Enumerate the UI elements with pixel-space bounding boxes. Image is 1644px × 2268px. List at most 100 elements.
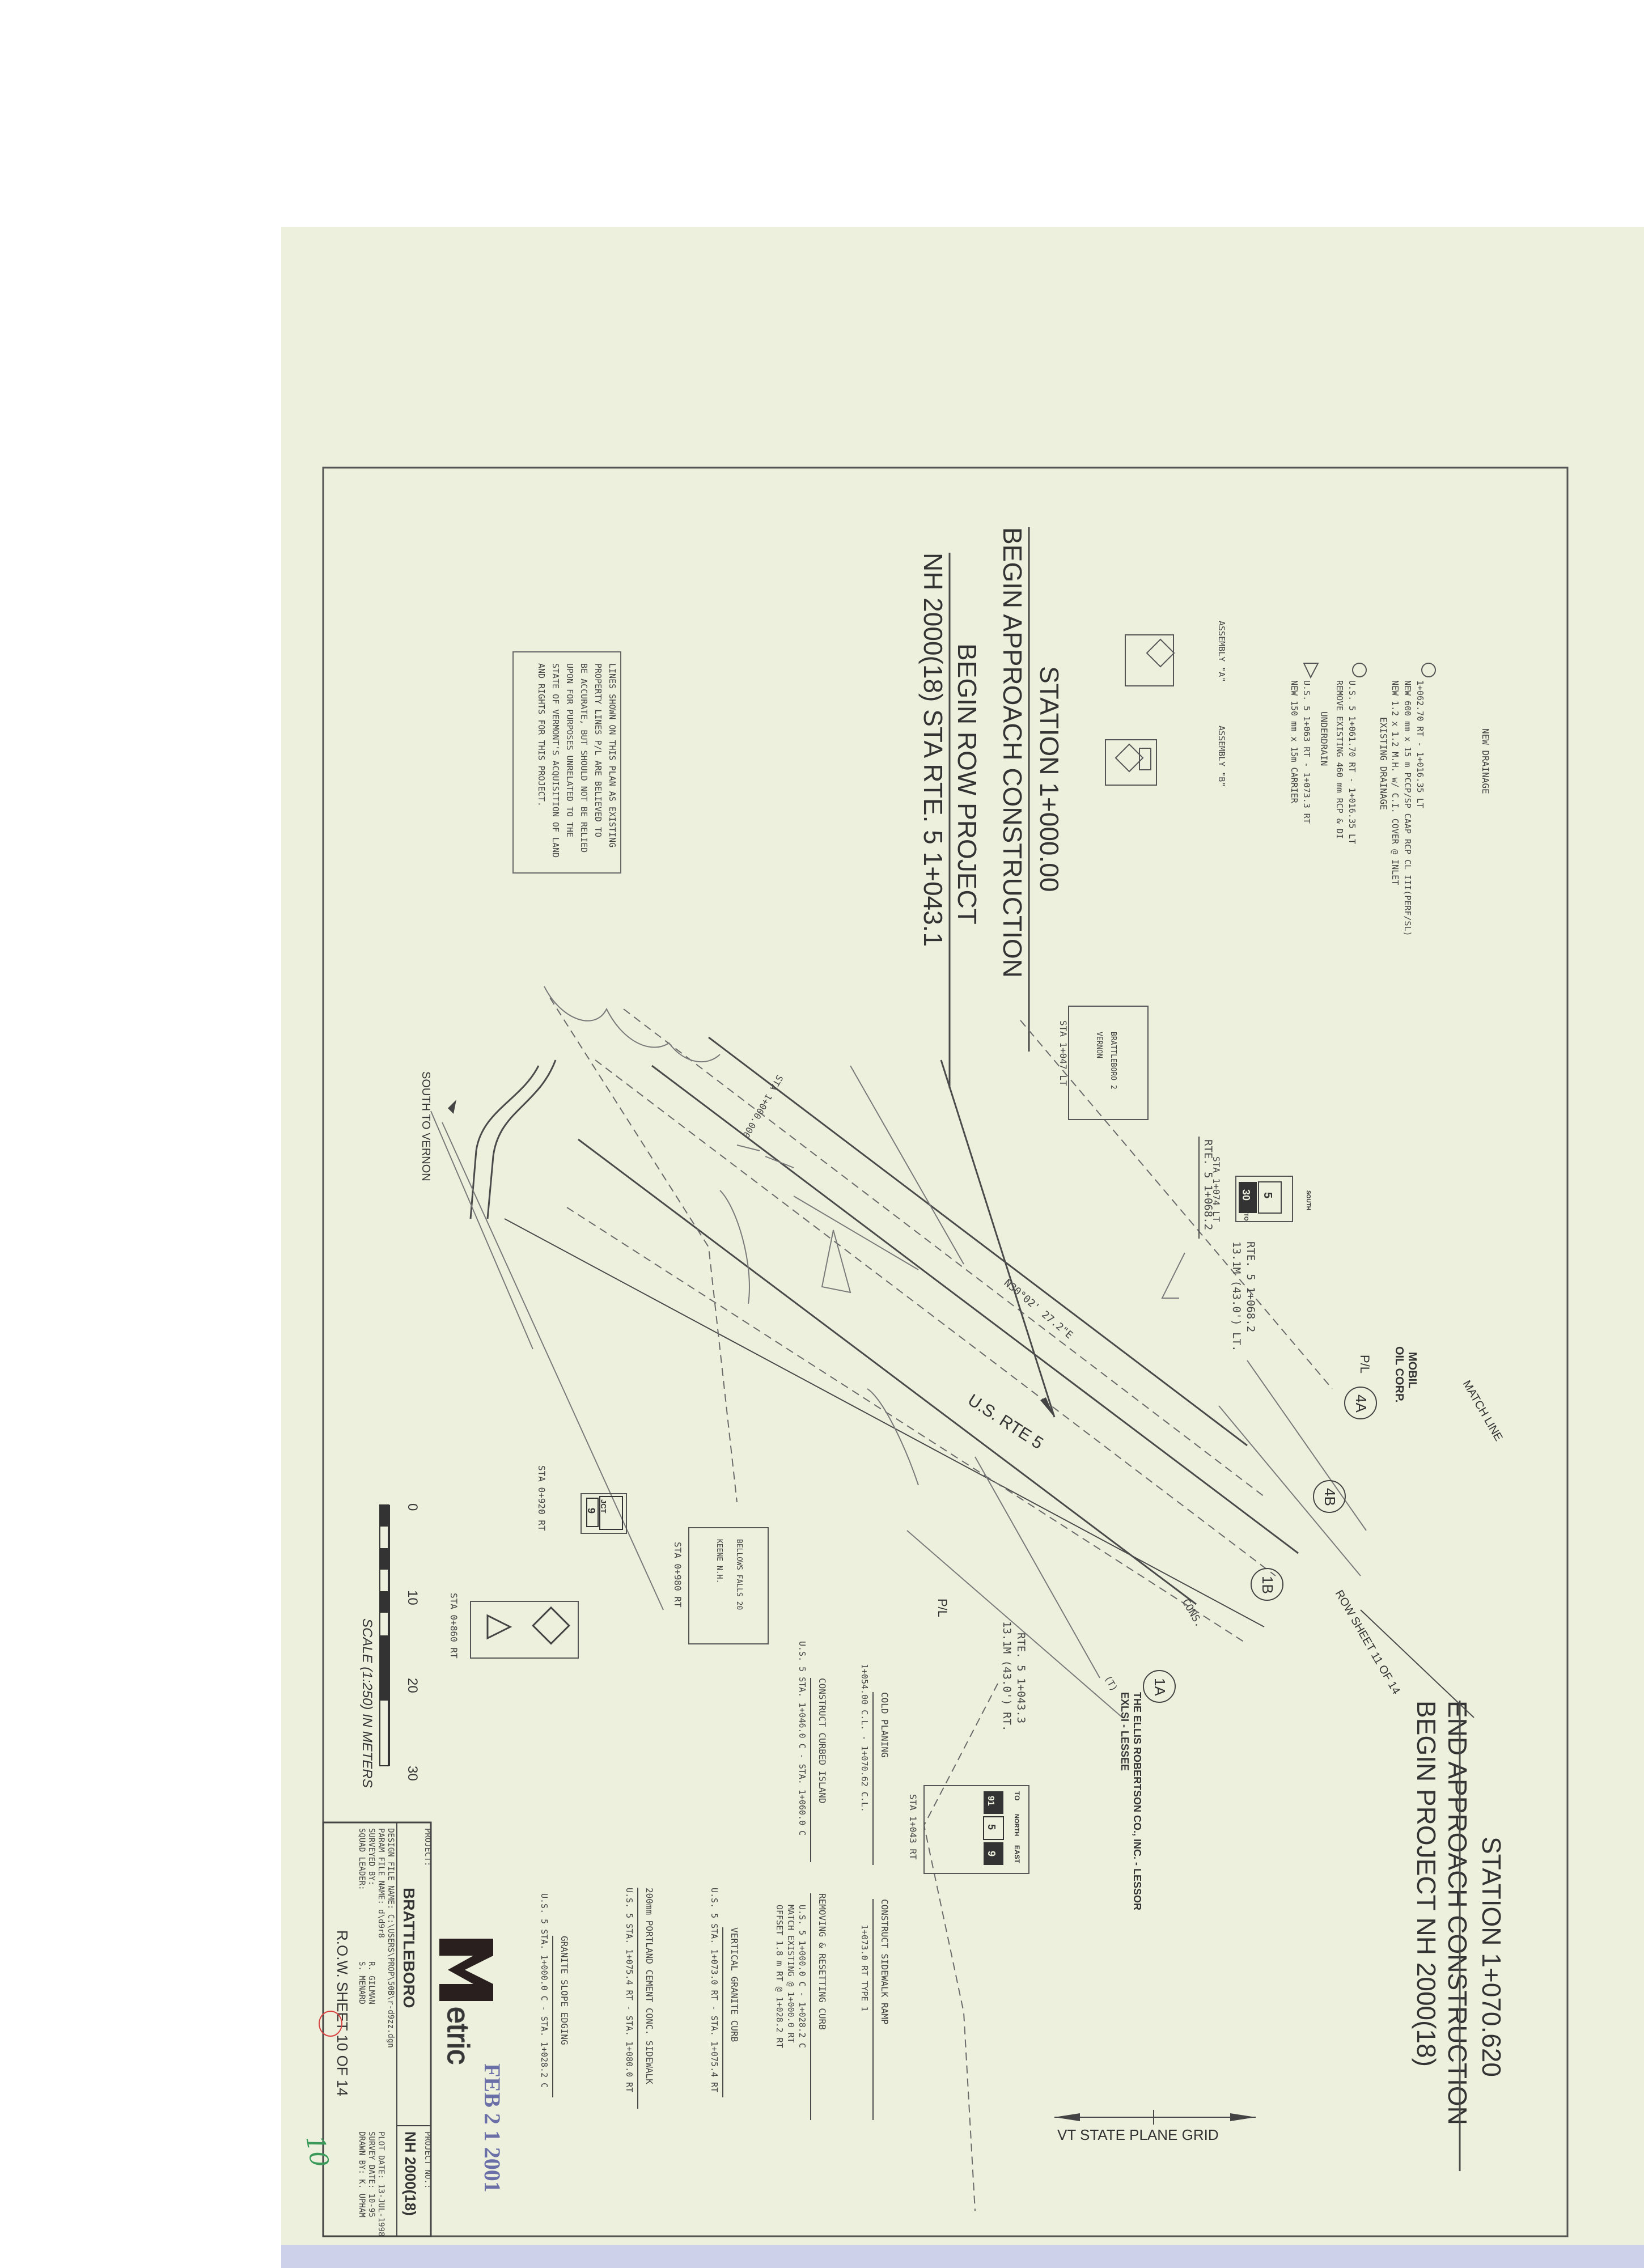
sidewalk-ramp-title: CONSTRUCT SIDEWALK RAMP	[879, 1899, 890, 2025]
us-rte-label: U.S. RTE 5	[964, 1391, 1046, 1453]
assembly-a-diamond	[1146, 638, 1175, 668]
resetting-line-1: U.S. 5 1+000.0 C - 1+028.2 C	[797, 1905, 807, 2048]
svg-text:etric: etric	[441, 2007, 475, 2064]
scale-label: SCALE (1:250) IN METERS	[359, 1618, 375, 1788]
svg-text:SOUTH: SOUTH	[1305, 1190, 1311, 1210]
rte-1068b-label: RTE. 5 1+068.2	[1244, 1241, 1257, 1332]
sheet-number-circle	[319, 2011, 342, 2037]
edging-line: U.S. 5 STA. 1+000.0 C - STA. 1+028.2 C	[539, 1893, 549, 2088]
sta-1043-label: STA 1+043 RT	[908, 1794, 918, 1860]
scale-tick-30: 30	[405, 1766, 420, 1781]
svg-text:91: 91	[986, 1796, 995, 1806]
road-linework	[430, 986, 1474, 2211]
directional-signs	[923, 1785, 1029, 1874]
warning-signs	[470, 1601, 579, 1659]
svg-text:TO: TO	[1243, 1213, 1249, 1221]
note-marker-triangle	[1303, 663, 1319, 679]
lines-note-line: STATE OF VERMONT'S ACQUISITION OF LAND	[550, 663, 561, 858]
svg-text:BELLOWS FALLS 20: BELLOWS FALLS 20	[735, 1539, 743, 1610]
scale-tick-10: 10	[405, 1590, 420, 1605]
assembly-b-label: ASSEMBLY "B"	[1217, 726, 1227, 787]
svg-text:5: 5	[1261, 1192, 1274, 1198]
offset-131-label: 13.1M (43.0') LT.	[1230, 1241, 1243, 1351]
lines-note-text: LINES SHOWN ON THIS PLAN AS EXISTINGPROP…	[536, 663, 617, 858]
scale-bar	[379, 1504, 390, 1766]
nh-begin-title: NH 2000(18) STA RTE. 5 1+043.1	[918, 553, 948, 947]
svg-text:JCT: JCT	[599, 1499, 608, 1514]
begin-project-title: BEGIN PROJECT NH 2000(18)	[1412, 1701, 1441, 2067]
existing-drainage-line-1: U.S. 5 1+061.70 RT - 1+016.35 LT	[1347, 680, 1357, 844]
lines-note-box	[512, 651, 621, 874]
svg-text:5: 5	[986, 1824, 997, 1830]
metric-logo: etric	[439, 1939, 493, 2065]
svg-text:CONS.: CONS.	[1180, 1597, 1205, 1629]
bellows-falls-sign	[688, 1527, 769, 1644]
sidewalk-ramp-line: 1+073.0 RT TYPE 1	[859, 1924, 870, 2012]
curbed-island-line: U.S. 5 STA. 1+046.0 C - STA. 1+060.0 C	[797, 1641, 807, 1835]
callout-1b	[1251, 1568, 1283, 1601]
cold-planing-line: 1+054.00 C.L. - 1+070.62 C.L.	[859, 1664, 870, 1812]
scanner-strip	[281, 2245, 1644, 2268]
assembly-b-plate	[1139, 748, 1151, 770]
sta-1000-label: STA 1+000.000	[740, 1073, 785, 1140]
title-block	[322, 1821, 432, 2237]
new-drainage-line-2: NEW 600 mm x 15 m PCCP/SP CAAP RCP CL II…	[1403, 680, 1413, 936]
received-stamp: FEB 2 1 2001	[480, 2063, 505, 2193]
squad-leader: SQUAD LEADER:	[357, 1828, 366, 1890]
new-drainage-title: NEW DRAINAGE	[1480, 728, 1491, 794]
rte-1068-label: RTE. 5 1+068.2	[1202, 1139, 1214, 1230]
resetting-title: REMOVING & RESETTING CURB	[817, 1893, 828, 2030]
new-drainage-line-3: NEW 1.2 x 1.2 M.H. w/ C.I. COVER @ INLET	[1390, 680, 1400, 885]
concrete-line: U.S. 5 STA. 1+075.4 RT - STA. 1+080.0 RT	[624, 1888, 634, 2092]
sta-1074-label: STA 1+074 LT	[1211, 1156, 1222, 1222]
lines-note-line: AND RIGHTS FOR THIS PROJECT.	[536, 663, 546, 807]
granite-title: VERTICAL GRANITE CURB	[729, 1927, 740, 2042]
mobil-label: MOBIL	[1406, 1352, 1418, 1388]
curbed-island-title: CONSTRUCT CURBED ISLAND	[817, 1678, 828, 1804]
route-5-sign	[1235, 1176, 1293, 1222]
assembly-b-diamond	[1115, 743, 1144, 773]
survey-by-name: R. GILMAN	[367, 1961, 376, 2004]
end-approach-title: END APPROACH CONSTRUCTION	[1443, 1701, 1472, 2125]
note-marker-2	[1352, 663, 1367, 677]
edging-title: GRANITE SLOPE EDGING	[559, 1936, 570, 2045]
svg-text:4A: 4A	[1353, 1394, 1370, 1413]
svg-text:9: 9	[586, 1508, 597, 1514]
begin-approach-title: BEGIN APPROACH CONSTRUCTION	[998, 527, 1027, 978]
assembly-a-label: ASSEMBLY "A"	[1217, 621, 1227, 682]
svg-text:TO: TO	[1013, 1791, 1021, 1800]
brattleboro-sign	[1068, 1006, 1149, 1120]
scale-tick-20: 20	[405, 1678, 420, 1693]
begin-row-title: BEGIN ROW PROJECT	[952, 643, 982, 925]
row-sheet-label: ROW SHEET 11 OF 14	[1333, 1588, 1403, 1697]
assembly-b-sign	[1105, 739, 1157, 786]
param-file: PARAM FILE NAME: d\d9r8	[376, 1828, 385, 1938]
note-marker-1	[1421, 663, 1436, 677]
survey-date: SURVEY DATE: 10-95	[367, 2131, 376, 2218]
squad-by-name: S. MENARD	[357, 1961, 366, 2004]
svg-text:VERNON: VERNON	[1095, 1032, 1103, 1058]
grid-label: VT STATE PLANE GRID	[1057, 2126, 1219, 2143]
project-label: PROJECT:	[423, 1828, 432, 1866]
underdrain-line-2: NEW 150 mm x 15m CARRIER	[1289, 680, 1299, 804]
existing-drainage-line-2: REMOVE EXISTING 460 mm RCP & DI	[1334, 680, 1345, 839]
drawn-by: DRAWN BY: K. UPHAM	[357, 2131, 366, 2218]
svg-text:EAST: EAST	[1013, 1845, 1021, 1864]
callout-1a	[1143, 1670, 1176, 1703]
surveyed-by: SURVEYED BY:	[367, 1828, 376, 1885]
granite-line: U.S. 5 STA. 1+073.0 RT - STA. 1+075.4 RT	[709, 1888, 719, 2092]
pl-label: P/L	[935, 1599, 950, 1617]
new-drainage-line-1: 1+062.70 RT - 1+016.35 LT	[1415, 680, 1425, 808]
oil-corp-label: OIL CORP.	[1393, 1346, 1405, 1402]
svg-text:1B: 1B	[1259, 1576, 1276, 1594]
callout-4a	[1344, 1387, 1377, 1419]
svg-text:9: 9	[986, 1851, 997, 1856]
handwritten-number: 10	[300, 2133, 334, 2169]
offset-131b-label: 13.1M (43.0') RT.	[1001, 1621, 1013, 1731]
existing-drainage-title: EXISTING DRAINAGE	[1378, 717, 1389, 810]
concrete-title: 200mm PORTLAND CEMENT CONC. SIDEWALK	[644, 1888, 655, 2084]
svg-text:BRATTLEBORO 2: BRATTLEBORO 2	[1109, 1032, 1117, 1090]
lines-note-line: UPON FOR PURPOSES UNRELATED TO THE	[565, 663, 575, 837]
svg-text:30: 30	[1240, 1189, 1252, 1201]
sta-0920-label: STA 0+920 RT	[536, 1465, 547, 1531]
